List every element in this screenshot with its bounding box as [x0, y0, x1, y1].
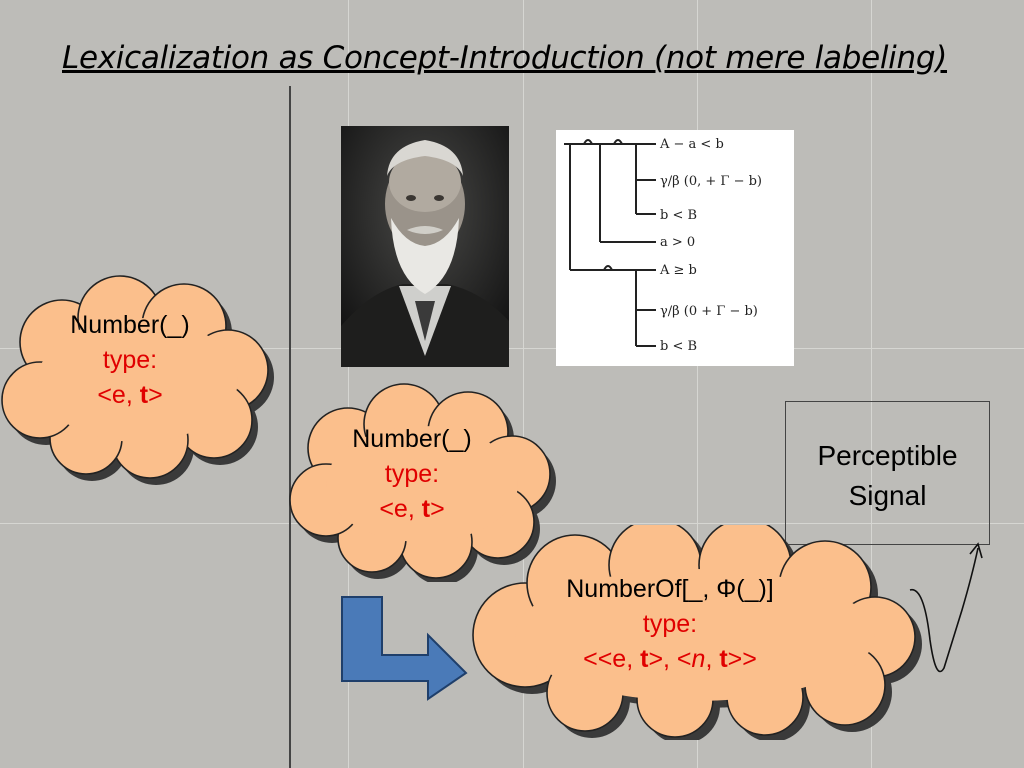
perceptible-signal-box	[785, 401, 990, 545]
grid-line	[871, 0, 872, 768]
type-part: t	[139, 381, 149, 409]
bent-arrow-icon	[341, 596, 468, 701]
type-part: t	[719, 645, 728, 673]
svg-text:b < B: b < B	[660, 208, 697, 223]
type-part: <e,	[379, 495, 422, 523]
cloud-bottom-type-value: <<e, t>, <n, t>>	[520, 642, 820, 677]
type-part: >	[148, 381, 163, 409]
cloud-left-function: Number(_)	[70, 311, 190, 339]
signal-line: Signal	[848, 480, 927, 511]
signal-line: Perceptible	[817, 440, 958, 471]
perceptible-signal-label: Perceptible Signal	[785, 436, 990, 516]
cloud-bottom-text: NumberOf[_, Φ(_)] type: <<e, t>, <n, t>>	[520, 572, 820, 677]
grid-line	[348, 0, 349, 768]
cloud-left-type-value: <e, t>	[30, 378, 230, 413]
notation-diagram: A − a < b γ/β (0, + Γ − b) b < B a > 0 A…	[556, 130, 794, 366]
signal-waveform	[909, 542, 983, 673]
cloud-middle-type-value: <e, t>	[312, 492, 512, 527]
vertical-divider	[289, 86, 291, 768]
svg-text:A − a < b: A − a < b	[659, 137, 724, 152]
svg-text:A ≥ b: A ≥ b	[659, 263, 697, 278]
slide-title: Lexicalization as Concept-Introduction (…	[62, 40, 947, 76]
type-part: t	[421, 495, 431, 523]
thought-cloud-bottom	[472, 525, 922, 740]
svg-text:γ/β (0 + Γ − b): γ/β (0 + Γ − b)	[660, 304, 758, 319]
svg-text:a > 0: a > 0	[660, 235, 695, 250]
portrait-photo	[341, 126, 509, 367]
svg-text:γ/β (0, + Γ − b): γ/β (0, + Γ − b)	[660, 174, 762, 189]
cloud-left-text: Number(_) type: <e, t>	[30, 308, 230, 413]
type-part: >>	[727, 645, 757, 673]
type-part: n	[691, 645, 706, 673]
cloud-middle-type-label: type:	[384, 460, 440, 488]
cloud-middle-text: Number(_) type: <e, t>	[312, 422, 512, 527]
type-part: >	[430, 495, 445, 523]
grid-line	[523, 0, 524, 768]
type-part: t	[640, 645, 649, 673]
svg-text:b < B: b < B	[660, 339, 697, 354]
thought-cloud-middle	[289, 383, 556, 582]
cloud-middle-function: Number(_)	[352, 425, 472, 453]
grid-line	[697, 0, 698, 768]
type-part: <e,	[97, 381, 140, 409]
cloud-left-type-label: type:	[102, 346, 158, 374]
type-part: <<e,	[583, 645, 641, 673]
cloud-bottom-type-label: type:	[642, 610, 698, 638]
grid-line	[0, 348, 1024, 349]
type-part: >, <	[648, 645, 692, 673]
cloud-bottom-function: NumberOf[_, Φ(_)]	[566, 575, 774, 603]
thought-cloud-left	[1, 275, 274, 485]
type-part: ,	[705, 645, 720, 673]
